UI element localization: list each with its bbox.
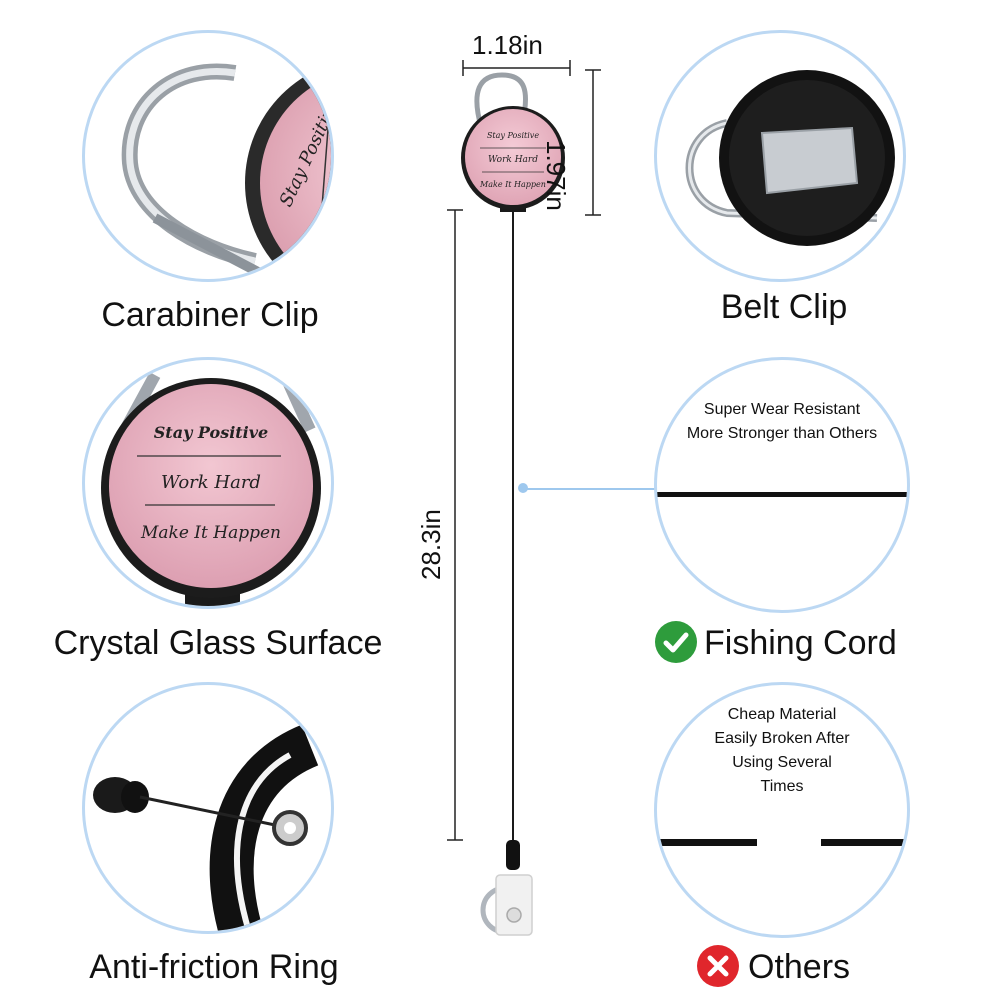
broken-cord-left <box>657 839 757 846</box>
others-notes: Cheap Material Easily Broken After Using… <box>657 703 907 799</box>
cord-length-label: 28.3in <box>416 509 446 580</box>
height-dimension-label: 1.97in <box>541 140 571 211</box>
fishing-cord-note: More Stronger than Others <box>686 425 878 442</box>
anti-friction-ring-label: Anti-friction Ring <box>89 948 339 986</box>
x-icon <box>697 945 739 987</box>
others-note: Easily Broken After <box>714 730 850 747</box>
reel-line3-text: Make It Happen <box>479 180 546 189</box>
carabiner-clip-image: Stay Positive <box>82 30 334 282</box>
stay-positive-text: Stay Positive <box>154 423 268 442</box>
belt-clip-image <box>654 30 906 282</box>
others-note: Times <box>760 778 804 795</box>
fishing-cord-note: Super Wear Resistant <box>703 401 861 418</box>
fishing-cord-label: Fishing Cord <box>704 624 897 662</box>
carabiner-clip-label: Carabiner Clip <box>101 296 319 334</box>
reel-line1-text: Stay Positive <box>487 131 539 140</box>
width-dimension-label: 1.18in <box>472 30 543 60</box>
connector-line <box>522 488 656 490</box>
fishing-cord-image: Super Wear Resistant More Stronger than … <box>654 357 910 613</box>
others-note: Using Several <box>732 754 832 771</box>
anti-friction-ring-image <box>82 682 334 934</box>
product-diagram: Stay Positive Work Hard Make It Happen <box>447 60 601 936</box>
broken-cord-right <box>821 839 907 846</box>
fishing-cord-line <box>657 492 907 497</box>
make-it-happen-text: Make It Happen <box>140 523 281 543</box>
fishing-cord-notes: Super Wear Resistant More Stronger than … <box>657 398 907 446</box>
crystal-glass-surface-label: Crystal Glass Surface <box>53 624 383 662</box>
check-icon <box>655 621 697 663</box>
reel-line2-text: Work Hard <box>488 155 538 165</box>
connector-dot <box>518 483 528 493</box>
others-note: Cheap Material <box>727 706 837 723</box>
others-cord-image: Cheap Material Easily Broken After Using… <box>654 682 910 938</box>
belt-clip-label: Belt Clip <box>720 288 848 326</box>
crystal-glass-surface-image: Stay Positive Work Hard Make It Happen <box>82 357 334 609</box>
work-hard-text: Work Hard <box>161 472 261 493</box>
others-label: Others <box>748 948 851 986</box>
